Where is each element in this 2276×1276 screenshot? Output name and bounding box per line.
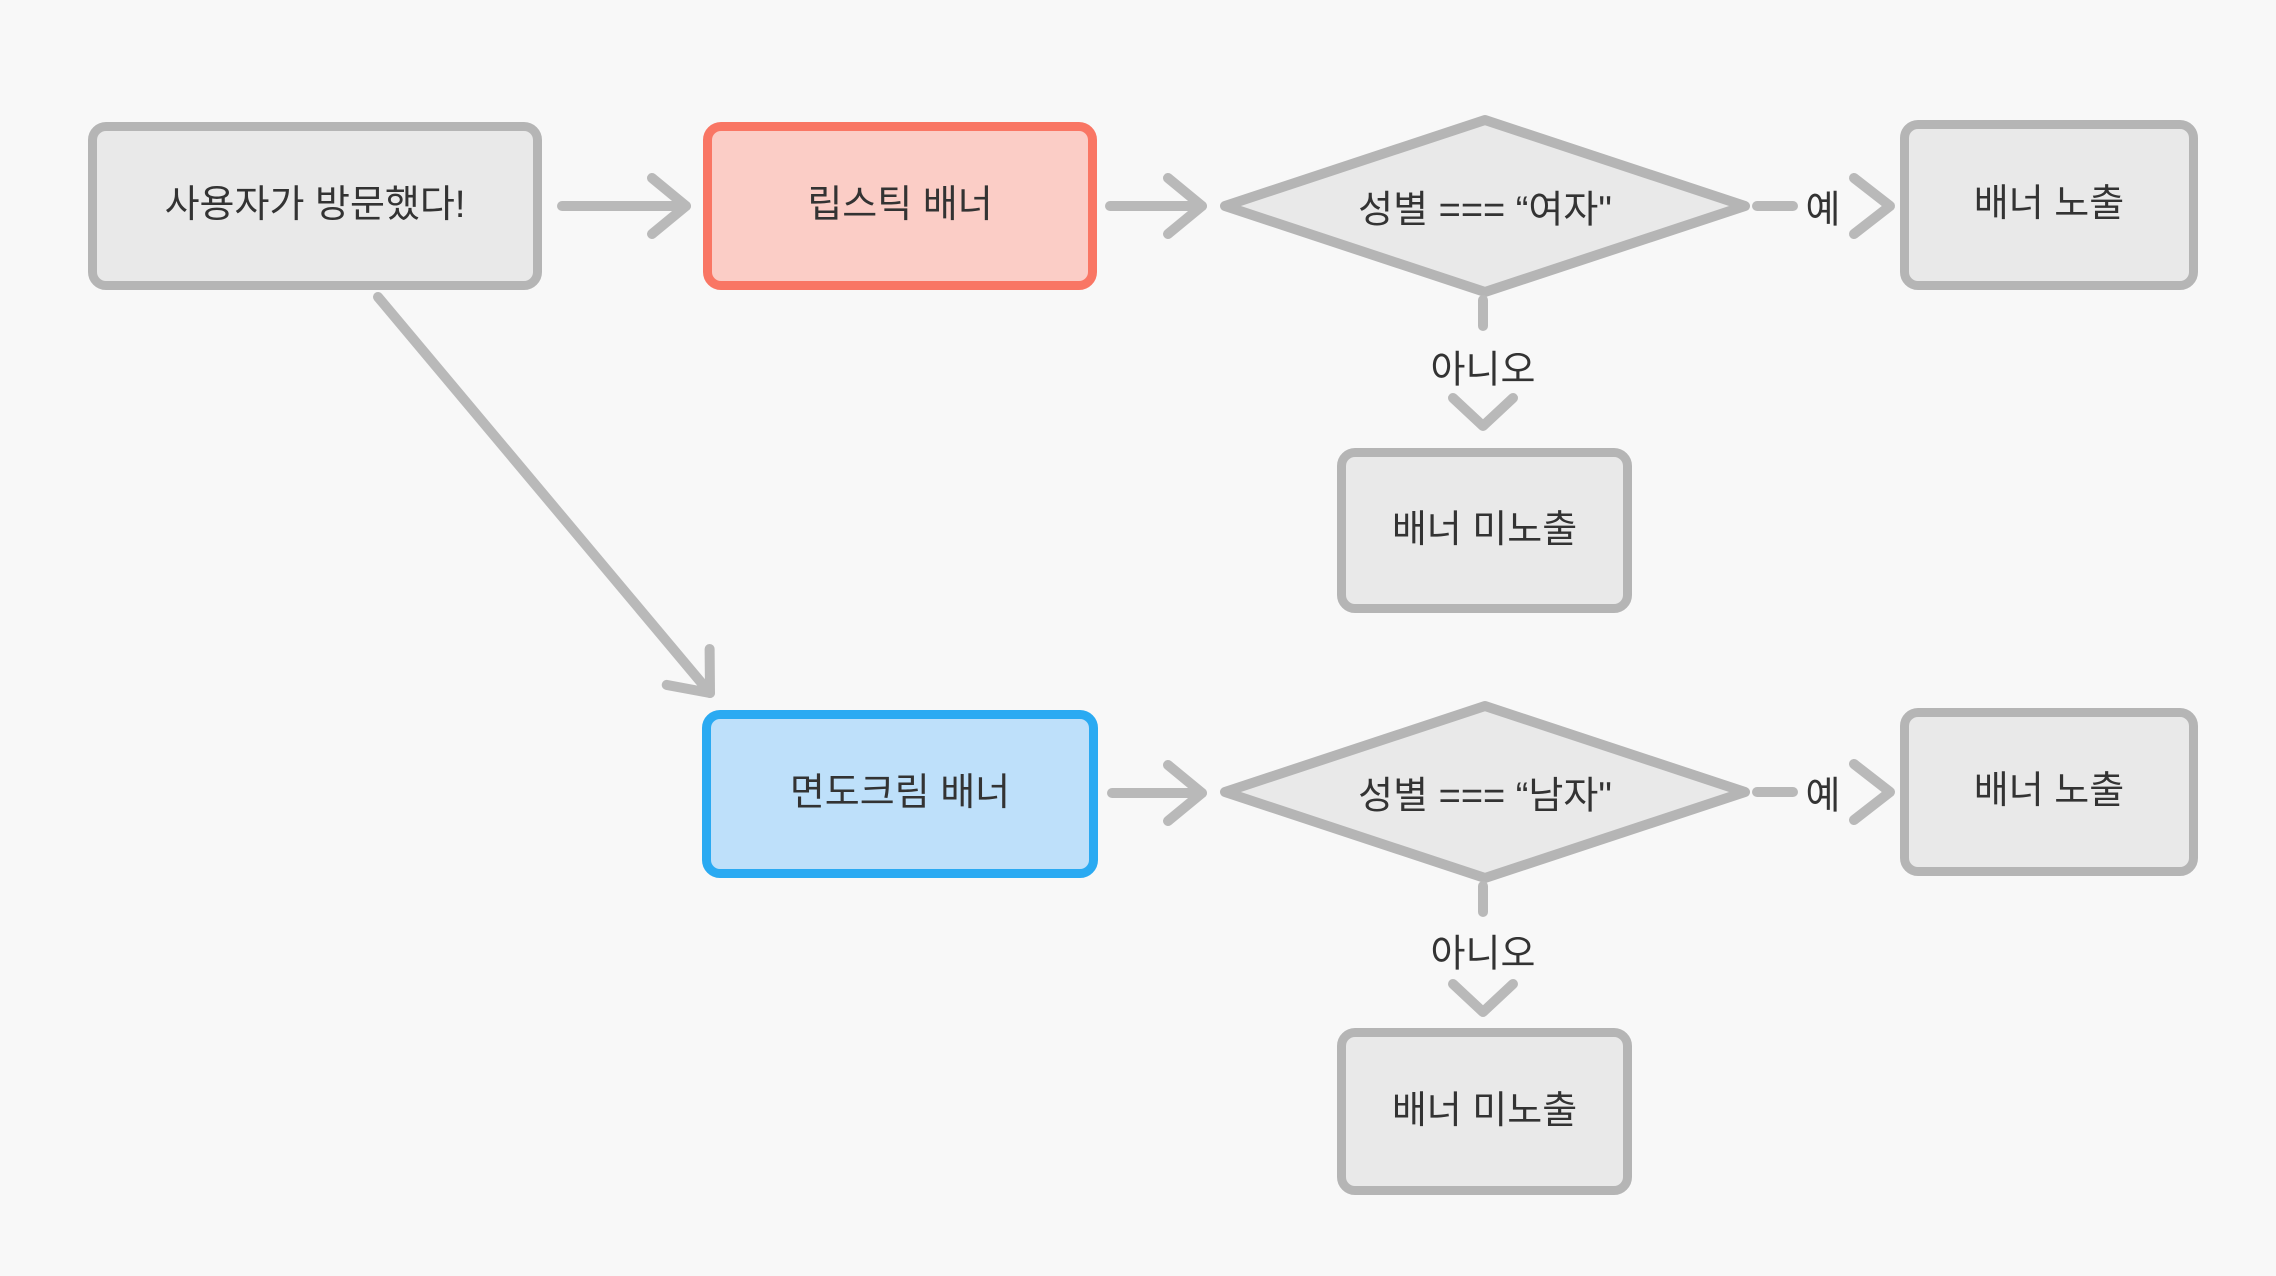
diamond-male-condition xyxy=(1220,701,1750,883)
node-show-banner-1: 배너 노출 xyxy=(1900,120,2198,290)
node-shaving-banner-label: 면도크림 배너 xyxy=(789,772,1011,815)
edge-female-yes-arrowhead xyxy=(1849,173,1895,239)
edge-male-no-arrowhead xyxy=(1448,979,1518,1017)
node-start: 사용자가 방문했다! xyxy=(88,122,542,290)
node-lipstick-banner: 립스틱 배너 xyxy=(703,122,1097,290)
edge-female-no-arrowhead xyxy=(1448,393,1518,431)
node-show-banner-1-label: 배너 노출 xyxy=(1973,183,2125,226)
edge-label-no-2: 아니오 xyxy=(1430,933,1536,976)
node-hide-banner-2: 배너 미노출 xyxy=(1337,1028,1632,1195)
edge-label-no-1: 아니오 xyxy=(1430,349,1536,392)
diamond-female-condition xyxy=(1220,115,1750,297)
edge-start-to-shaving xyxy=(373,292,715,698)
edge-label-yes-1: 예 xyxy=(1805,189,1841,232)
edge-label-yes-2: 예 xyxy=(1805,775,1841,818)
diamond-male-condition-label: 성별 === “남자" xyxy=(1358,775,1612,818)
node-start-label: 사용자가 방문했다! xyxy=(164,184,466,227)
node-show-banner-2-label: 배너 노출 xyxy=(1973,770,2125,813)
node-show-banner-2: 배너 노출 xyxy=(1900,708,2198,876)
node-shaving-banner: 면도크림 배너 xyxy=(702,710,1098,878)
node-hide-banner-1: 배너 미노출 xyxy=(1337,448,1632,613)
diamond-female-condition-label: 성별 === “여자" xyxy=(1358,189,1612,232)
node-hide-banner-1-label: 배너 미노출 xyxy=(1391,508,1578,551)
node-hide-banner-2-label: 배너 미노출 xyxy=(1391,1089,1578,1132)
node-lipstick-banner-label: 립스틱 배너 xyxy=(807,184,993,227)
edge-male-yes-arrowhead xyxy=(1849,759,1895,825)
